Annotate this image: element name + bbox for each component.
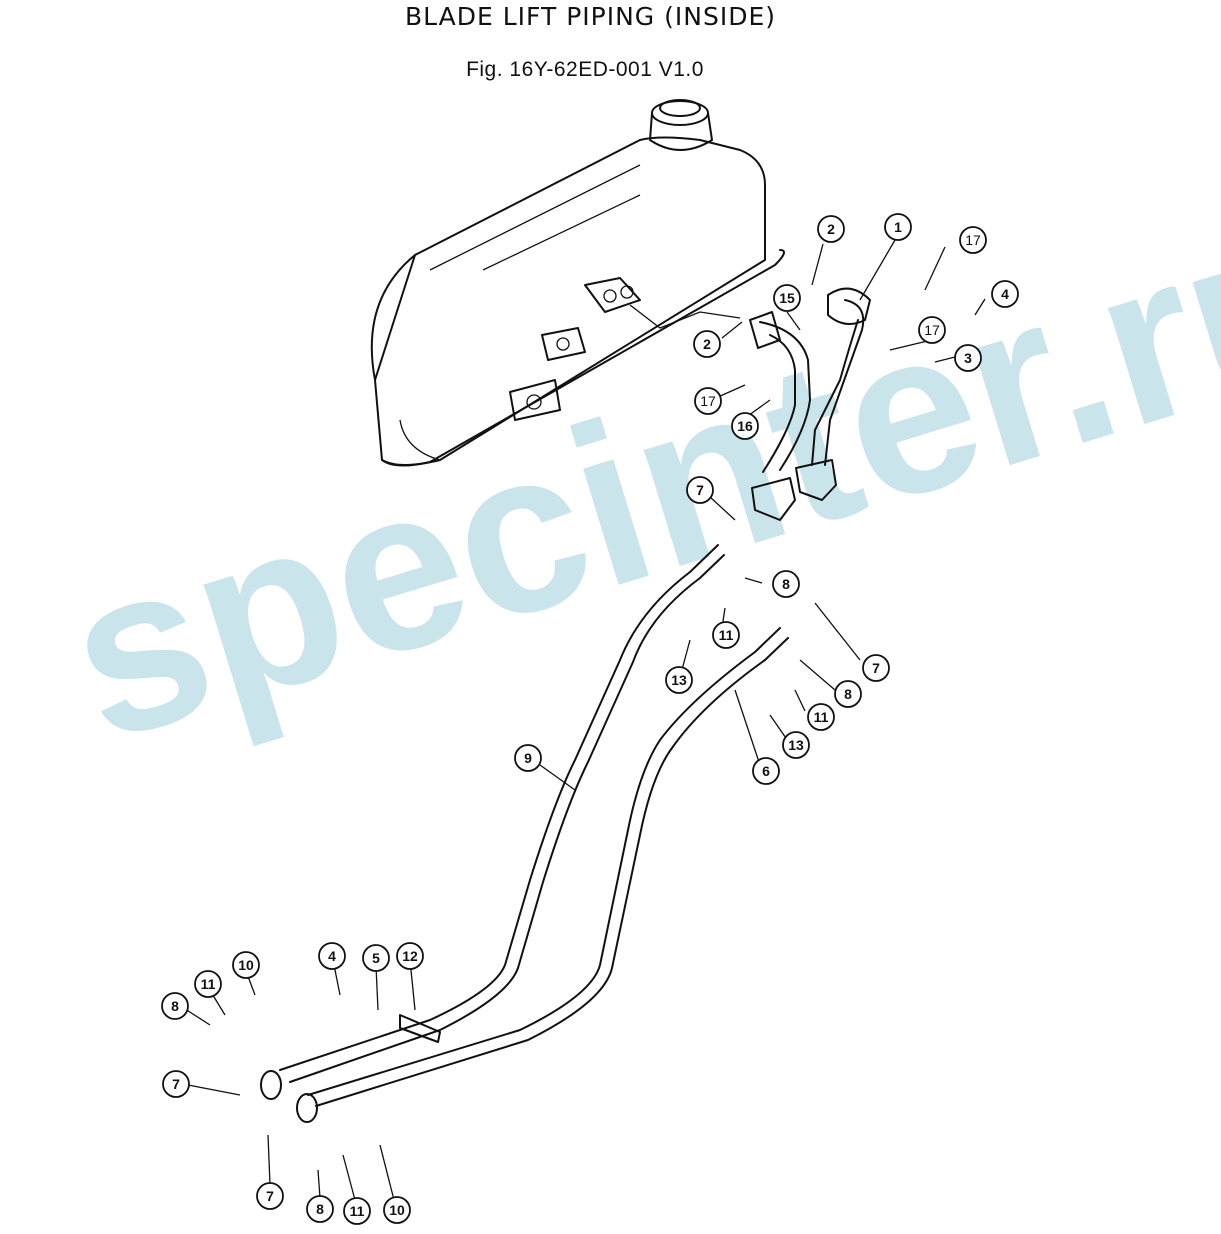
figure-number: Fig. 16Y-62ED-001 V1.0 xyxy=(466,58,704,81)
leader-lines xyxy=(181,239,986,1201)
callout-label: 4 xyxy=(1001,286,1009,302)
callout-label: 4 xyxy=(328,948,336,964)
callout-12: 12 xyxy=(396,942,424,970)
callout-17c: 17 xyxy=(694,387,722,415)
callout-6: 6 xyxy=(752,757,780,785)
callout-7a: 7 xyxy=(686,476,714,504)
callout-label: 10 xyxy=(238,957,254,973)
callout-label: 7 xyxy=(696,482,704,498)
callout-label: 1 xyxy=(894,219,902,235)
callout-8b: 8 xyxy=(834,680,862,708)
callout-label: 13 xyxy=(671,672,687,688)
callout-label: 17 xyxy=(700,393,716,409)
callout-17b: 17 xyxy=(918,316,946,344)
callout-label: 8 xyxy=(171,998,179,1014)
callout-11c: 11 xyxy=(194,970,222,998)
callout-8c: 8 xyxy=(161,992,189,1020)
callout-label: 11 xyxy=(350,1203,365,1219)
callout-label: 7 xyxy=(172,1076,180,1092)
callout-5: 5 xyxy=(362,944,390,972)
callout-label: 2 xyxy=(827,221,835,237)
callout-17a: 17 xyxy=(959,226,987,254)
callout-label: 8 xyxy=(844,686,852,702)
callout-2: 2 xyxy=(817,215,845,243)
callout-7d: 7 xyxy=(256,1182,284,1210)
callout-16: 16 xyxy=(731,412,759,440)
callout-15: 15 xyxy=(773,284,801,312)
callout-10b: 10 xyxy=(383,1196,411,1224)
callout-label: 11 xyxy=(814,709,829,725)
callout-label: 8 xyxy=(782,576,790,592)
callout-label: 17 xyxy=(924,322,940,338)
callout-9: 9 xyxy=(514,744,542,772)
long-pipes xyxy=(260,544,789,1123)
callout-label: 5 xyxy=(372,950,380,966)
callout-13a: 13 xyxy=(665,666,693,694)
callout-label: 6 xyxy=(762,763,770,779)
callout-label: 12 xyxy=(402,948,418,964)
callout-label: 7 xyxy=(872,660,880,676)
callout-label: 9 xyxy=(524,750,532,766)
hydraulic-tank xyxy=(370,99,785,467)
callout-11b: 11 xyxy=(807,703,835,731)
callout-13b: 13 xyxy=(782,731,810,759)
callout-label: 17 xyxy=(965,232,981,248)
callout-8d: 8 xyxy=(306,1195,334,1223)
upper-pipes xyxy=(749,287,871,521)
callout-label: 15 xyxy=(779,290,795,306)
callout-label: 3 xyxy=(964,350,972,366)
callout-11a: 11 xyxy=(712,621,740,649)
callout-2b: 2 xyxy=(693,330,721,358)
callout-label: 13 xyxy=(788,737,804,753)
callout-8a: 8 xyxy=(772,570,800,598)
callout-4b: 4 xyxy=(318,942,346,970)
callout-4a: 4 xyxy=(991,280,1019,308)
callout-11d: 11 xyxy=(343,1197,371,1225)
callout-label: 8 xyxy=(316,1201,324,1217)
callout-label: 16 xyxy=(737,418,753,434)
callout-label: 10 xyxy=(389,1202,405,1218)
callout-label: 7 xyxy=(266,1188,274,1204)
callout-label: 2 xyxy=(703,336,711,352)
callout-1: 1 xyxy=(884,213,912,241)
callout-7c: 7 xyxy=(162,1070,190,1098)
callout-7b: 7 xyxy=(862,654,890,682)
callout-label: 11 xyxy=(201,976,216,992)
callout-label: 11 xyxy=(719,627,734,643)
page-title: BLADE LIFT PIPING (INSIDE) xyxy=(405,2,776,31)
callout-10a: 10 xyxy=(232,951,260,979)
callout-3: 3 xyxy=(954,344,982,372)
